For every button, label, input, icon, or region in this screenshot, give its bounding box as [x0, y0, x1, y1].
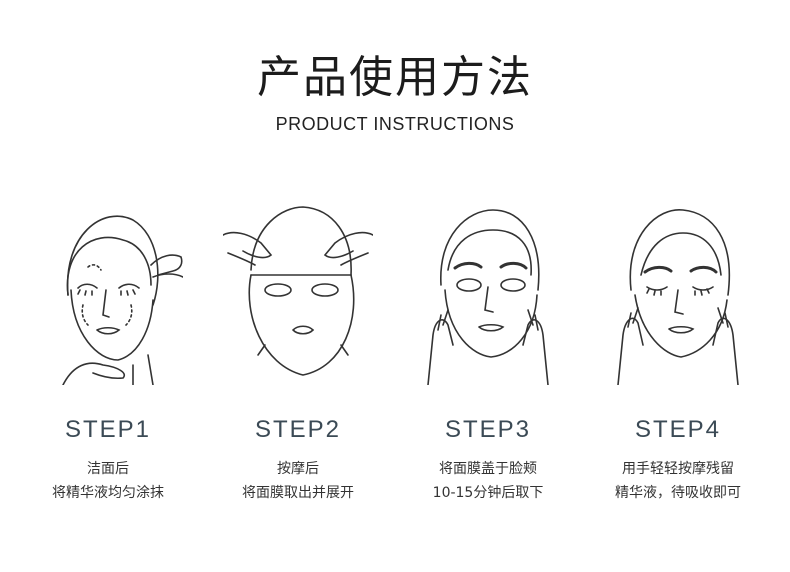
massage-absorb-illustration — [617, 209, 739, 385]
mask-apply-illustration — [427, 209, 549, 385]
page-subtitle: PRODUCT INSTRUCTIONS — [275, 114, 515, 134]
step-4-label: STEP4 — [634, 416, 722, 443]
step-4-line-1: 用手轻轻按摩残留 — [622, 461, 734, 477]
step-3-line-2: 10-15分钟后取下 — [432, 485, 544, 501]
step-3-description: 将面膜盖于脸颊 10-15分钟后取下 — [398, 457, 578, 505]
step-2-line-2: 将面膜取出并展开 — [242, 485, 354, 501]
step-4-line-2: 精华液，待吸收即可 — [615, 485, 741, 501]
step-3-line-1: 将面膜盖于脸颊 — [439, 461, 537, 477]
mask-unfold-illustration — [223, 206, 373, 376]
step-1-description: 洁面后 将精华液均匀涂抹 — [18, 457, 198, 505]
step-2-label: STEP2 — [254, 416, 342, 443]
step-1-line-2: 将精华液均匀涂抹 — [52, 485, 164, 501]
step-3-label: STEP3 — [444, 416, 532, 443]
step-1-line-1: 洁面后 — [87, 461, 129, 477]
step-4-description: 用手轻轻按摩残留 精华液，待吸收即可 — [588, 457, 768, 505]
page-title: 产品使用方法 — [257, 52, 533, 103]
step-2-description: 按摩后 将面膜取出并展开 — [208, 457, 388, 505]
face-cleansing-illustration — [62, 215, 183, 385]
step-1-label: STEP1 — [64, 416, 152, 443]
step-2-line-1: 按摩后 — [277, 461, 319, 477]
